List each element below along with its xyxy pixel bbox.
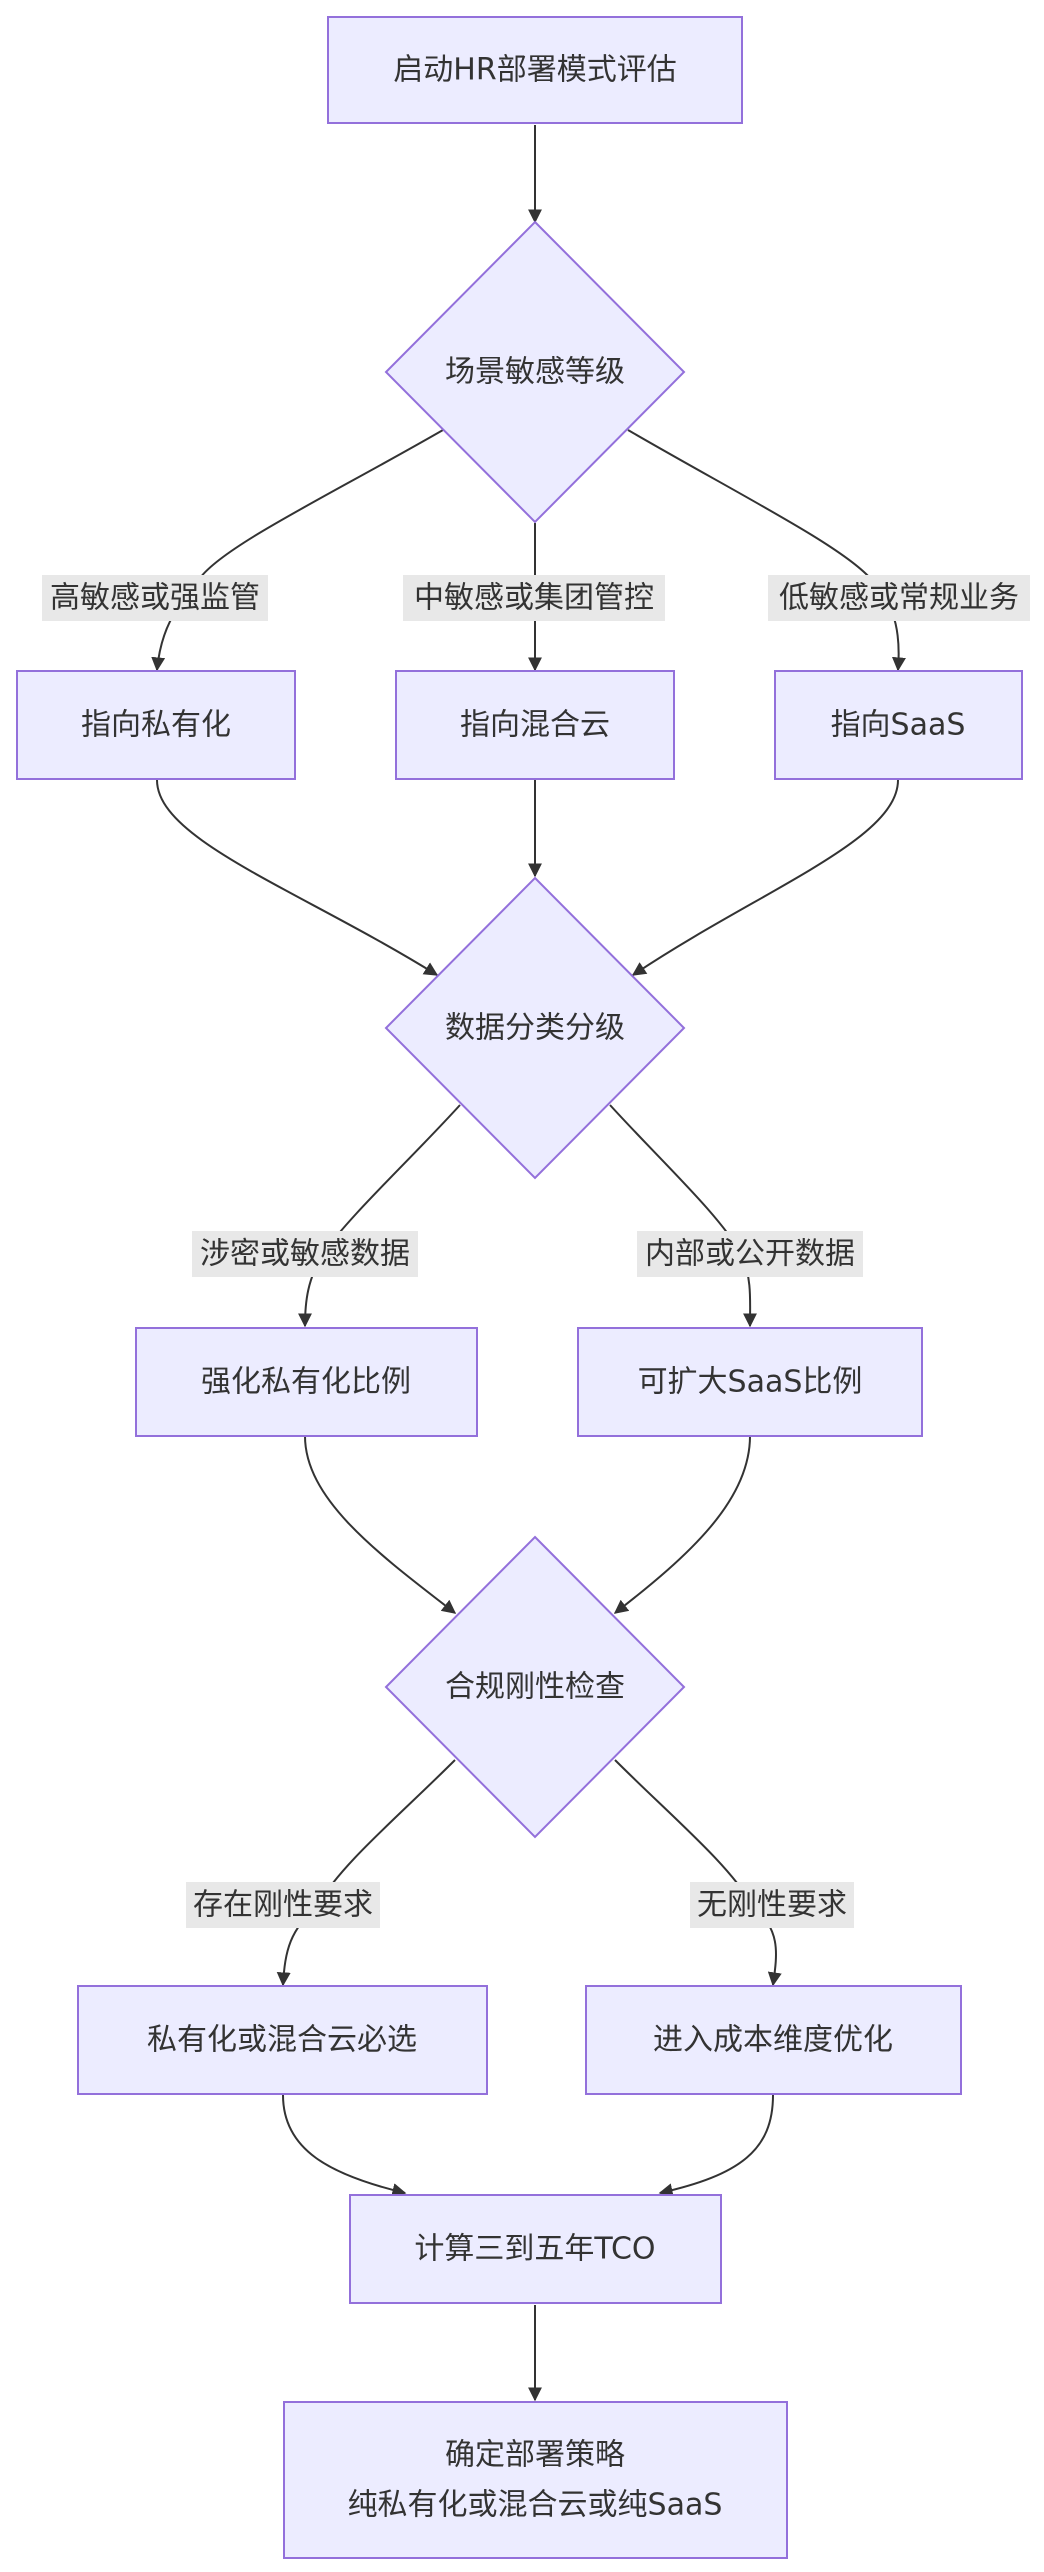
node-label: 指向混合云 bbox=[460, 708, 610, 743]
node-label: 合规刚性检查 bbox=[445, 1670, 625, 1705]
node-private: 指向私有化 bbox=[16, 670, 296, 780]
node-label: 强化私有化比例 bbox=[201, 1365, 411, 1400]
edge-label-medium-sensitivity: 中敏感或集团管控 bbox=[403, 575, 665, 621]
decision-diamond bbox=[384, 876, 686, 1180]
edge-label-bg bbox=[768, 575, 1030, 621]
node-label: 可扩大SaaS比例 bbox=[638, 1365, 863, 1400]
node-label: 进入成本维度优化 bbox=[653, 2023, 893, 2058]
node-box bbox=[16, 670, 296, 780]
node-box bbox=[585, 1985, 962, 2095]
edge-label-bg bbox=[637, 1231, 863, 1277]
node-label: 指向SaaS bbox=[831, 708, 966, 743]
edge-label-has-rigid: 存在刚性要求 bbox=[186, 1882, 380, 1928]
decision-diamond bbox=[384, 1535, 686, 1839]
edge-label-text: 涉密或敏感数据 bbox=[200, 1237, 410, 1272]
edge-label-text: 低敏感或常规业务 bbox=[779, 581, 1019, 616]
node-hybrid: 指向混合云 bbox=[395, 670, 675, 780]
edge-label-bg bbox=[690, 1882, 854, 1928]
edge-data-to-strengthen bbox=[298, 1104, 461, 1328]
edge-strengthen-to-compliance bbox=[304, 1435, 457, 1614]
nodes: 启动HR部署模式评估 场景敏感等级 指向私有化 指向混合云 指向SaaS 数据分… bbox=[16, 16, 1023, 2559]
edge-label-text: 存在刚性要求 bbox=[193, 1888, 373, 1923]
node-label: 指向私有化 bbox=[81, 708, 231, 743]
node-box bbox=[135, 1327, 478, 1437]
node-label-line2: 纯私有化或混合云或纯SaaS bbox=[348, 2488, 723, 2523]
decision-diamond bbox=[384, 220, 686, 524]
edge-required-to-tco bbox=[282, 2094, 407, 2197]
edge-label-low-sensitivity: 低敏感或常规业务 bbox=[768, 575, 1030, 621]
node-label: 数据分类分级 bbox=[445, 1011, 625, 1046]
edge-label-bg bbox=[42, 575, 268, 621]
node-start: 启动HR部署模式评估 bbox=[327, 16, 743, 124]
node-label: 计算三到五年TCO bbox=[414, 2232, 655, 2267]
edge-saas-to-data bbox=[631, 779, 899, 976]
edge-private-to-data bbox=[156, 779, 439, 976]
edge-label-text: 无刚性要求 bbox=[697, 1888, 847, 1923]
node-final-strategy: 确定部署策略 纯私有化或混合云或纯SaaS bbox=[283, 2401, 788, 2559]
node-box bbox=[395, 670, 675, 780]
edge-scene-to-saas bbox=[627, 429, 906, 672]
node-box bbox=[77, 1985, 488, 2095]
edge-compliance-to-optimize bbox=[614, 1759, 782, 1987]
edge-labels: 高敏感或强监管 中敏感或集团管控 低敏感或常规业务 涉密或敏感数据 内部或公开数… bbox=[42, 575, 1030, 1928]
node-strengthen-private: 强化私有化比例 bbox=[135, 1327, 478, 1437]
edge-label-bg bbox=[403, 575, 665, 621]
node-box bbox=[349, 2194, 722, 2304]
node-label: 启动HR部署模式评估 bbox=[393, 53, 676, 88]
edge-optimize-to-tco bbox=[658, 2094, 774, 2198]
node-label-line1: 确定部署策略 bbox=[445, 2438, 625, 2473]
edge-label-high-sensitivity: 高敏感或强监管 bbox=[42, 575, 268, 621]
node-calc-tco: 计算三到五年TCO bbox=[349, 2194, 722, 2304]
node-cost-optimization: 进入成本维度优化 bbox=[585, 1985, 962, 2095]
edge-label-text: 高敏感或强监管 bbox=[50, 581, 260, 616]
edge-label-text: 中敏感或集团管控 bbox=[414, 581, 654, 616]
edge-label-internal-public: 内部或公开数据 bbox=[637, 1231, 863, 1277]
node-box bbox=[327, 16, 743, 124]
node-box bbox=[283, 2401, 788, 2559]
node-saas: 指向SaaS bbox=[774, 670, 1023, 780]
edge-label-no-rigid: 无刚性要求 bbox=[690, 1882, 854, 1928]
edge-label-bg bbox=[186, 1882, 380, 1928]
edge-label-bg bbox=[192, 1231, 418, 1277]
node-compliance-check: 合规刚性检查 bbox=[384, 1535, 686, 1839]
edge-label-classified-sensitive: 涉密或敏感数据 bbox=[192, 1231, 418, 1277]
node-label: 场景敏感等级 bbox=[445, 355, 625, 390]
node-private-or-hybrid-required: 私有化或混合云必选 bbox=[77, 1985, 488, 2095]
node-box bbox=[577, 1327, 923, 1437]
edge-label-text: 内部或公开数据 bbox=[645, 1237, 855, 1272]
edge-compliance-to-required bbox=[276, 1759, 456, 1987]
edge-scene-to-private bbox=[151, 429, 444, 672]
node-data-classification: 数据分类分级 bbox=[384, 876, 686, 1180]
node-label: 私有化或混合云必选 bbox=[147, 2023, 417, 2058]
node-expand-saas: 可扩大SaaS比例 bbox=[577, 1327, 923, 1437]
edge-expand-to-compliance bbox=[613, 1435, 751, 1614]
node-scene-sensitivity: 场景敏感等级 bbox=[384, 220, 686, 524]
node-box bbox=[774, 670, 1023, 780]
edge-data-to-expand bbox=[609, 1104, 758, 1328]
